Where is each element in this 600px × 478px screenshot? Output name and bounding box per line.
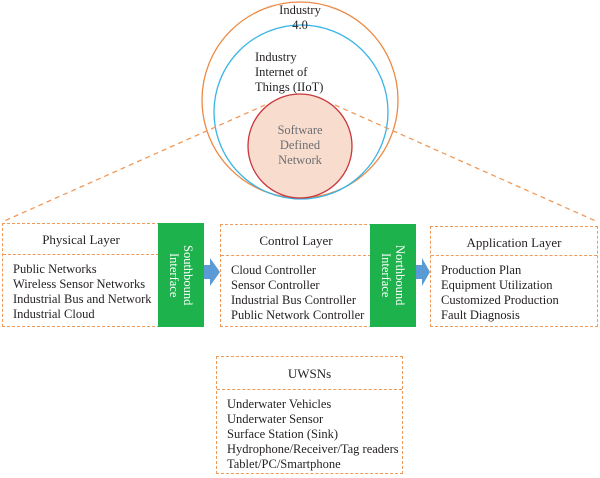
sdn-circle (247, 93, 353, 199)
list-item: Sensor Controller (231, 278, 320, 292)
list-item: Customized Production (441, 293, 559, 307)
label-line: Defined (279, 138, 321, 152)
uwsns-box: UWSNs Underwater Vehicles Underwater Sen… (216, 356, 403, 474)
list-item: Underwater Vehicles (227, 397, 332, 411)
list-item: Fault Diagnosis (441, 308, 520, 322)
label-line: Industry (279, 3, 321, 17)
iiot-label: Industry Internet of Things (IIoT) (255, 50, 345, 95)
northbound-interface: Northbound Interface (370, 224, 416, 327)
list-item: Public Network Controller (231, 308, 365, 322)
label-line: Things (IIoT) (255, 80, 324, 94)
list-item: Underwater Sensor (227, 412, 324, 426)
sdn-label: Software Defined Network (260, 123, 340, 168)
label-line: Internet of (255, 65, 308, 79)
list-item: Production Plan (441, 263, 522, 277)
industry-4-label: Industry 4.0 (250, 3, 350, 33)
zoom-line-left (1, 104, 266, 223)
iiot-circle (213, 24, 389, 200)
physical-layer-title: Physical Layer (3, 224, 159, 255)
list-item: Industrial Bus Controller (231, 293, 356, 307)
application-layer-title: Application Layer (431, 227, 597, 256)
control-layer-title: Control Layer (221, 225, 371, 256)
list-item: Cloud Controller (231, 263, 317, 277)
uwsns-title: UWSNs (217, 357, 402, 390)
physical-layer-items: Public Networks Wireless Sensor Networks… (13, 262, 152, 322)
southbound-interface: Southbound Interface (158, 223, 204, 327)
list-item: Public Networks (13, 262, 97, 276)
list-item: Industrial Bus and Network (13, 292, 152, 306)
list-item: Industrial Cloud (13, 307, 95, 321)
label-line: Network (278, 153, 322, 167)
arrow-northbound (416, 258, 430, 286)
label-line: 4.0 (292, 18, 308, 32)
application-layer-box: Application Layer Production Plan Equipm… (430, 226, 598, 327)
control-layer-items: Cloud Controller Sensor Controller Indus… (231, 263, 364, 323)
list-item: Hydrophone/Receiver/Tag readers (227, 442, 399, 456)
zoom-line-right (334, 104, 599, 223)
application-layer-items: Production Plan Equipment Utilization Cu… (441, 263, 559, 323)
list-item: Equipment Utilization (441, 278, 553, 292)
control-layer-box: Control Layer Cloud Controller Sensor Co… (220, 224, 372, 327)
list-item: Wireless Sensor Networks (13, 277, 146, 291)
label-line: Software (277, 123, 323, 137)
label-line: Industry (255, 50, 297, 64)
physical-layer-box: Physical Layer Public Networks Wireless … (2, 223, 160, 327)
list-item: Surface Station (Sink) (227, 427, 339, 441)
arrow-southbound (202, 258, 220, 286)
uwsns-items: Underwater Vehicles Underwater Sensor Su… (227, 397, 399, 472)
list-item: Tablet/PC/Smartphone (227, 457, 341, 471)
